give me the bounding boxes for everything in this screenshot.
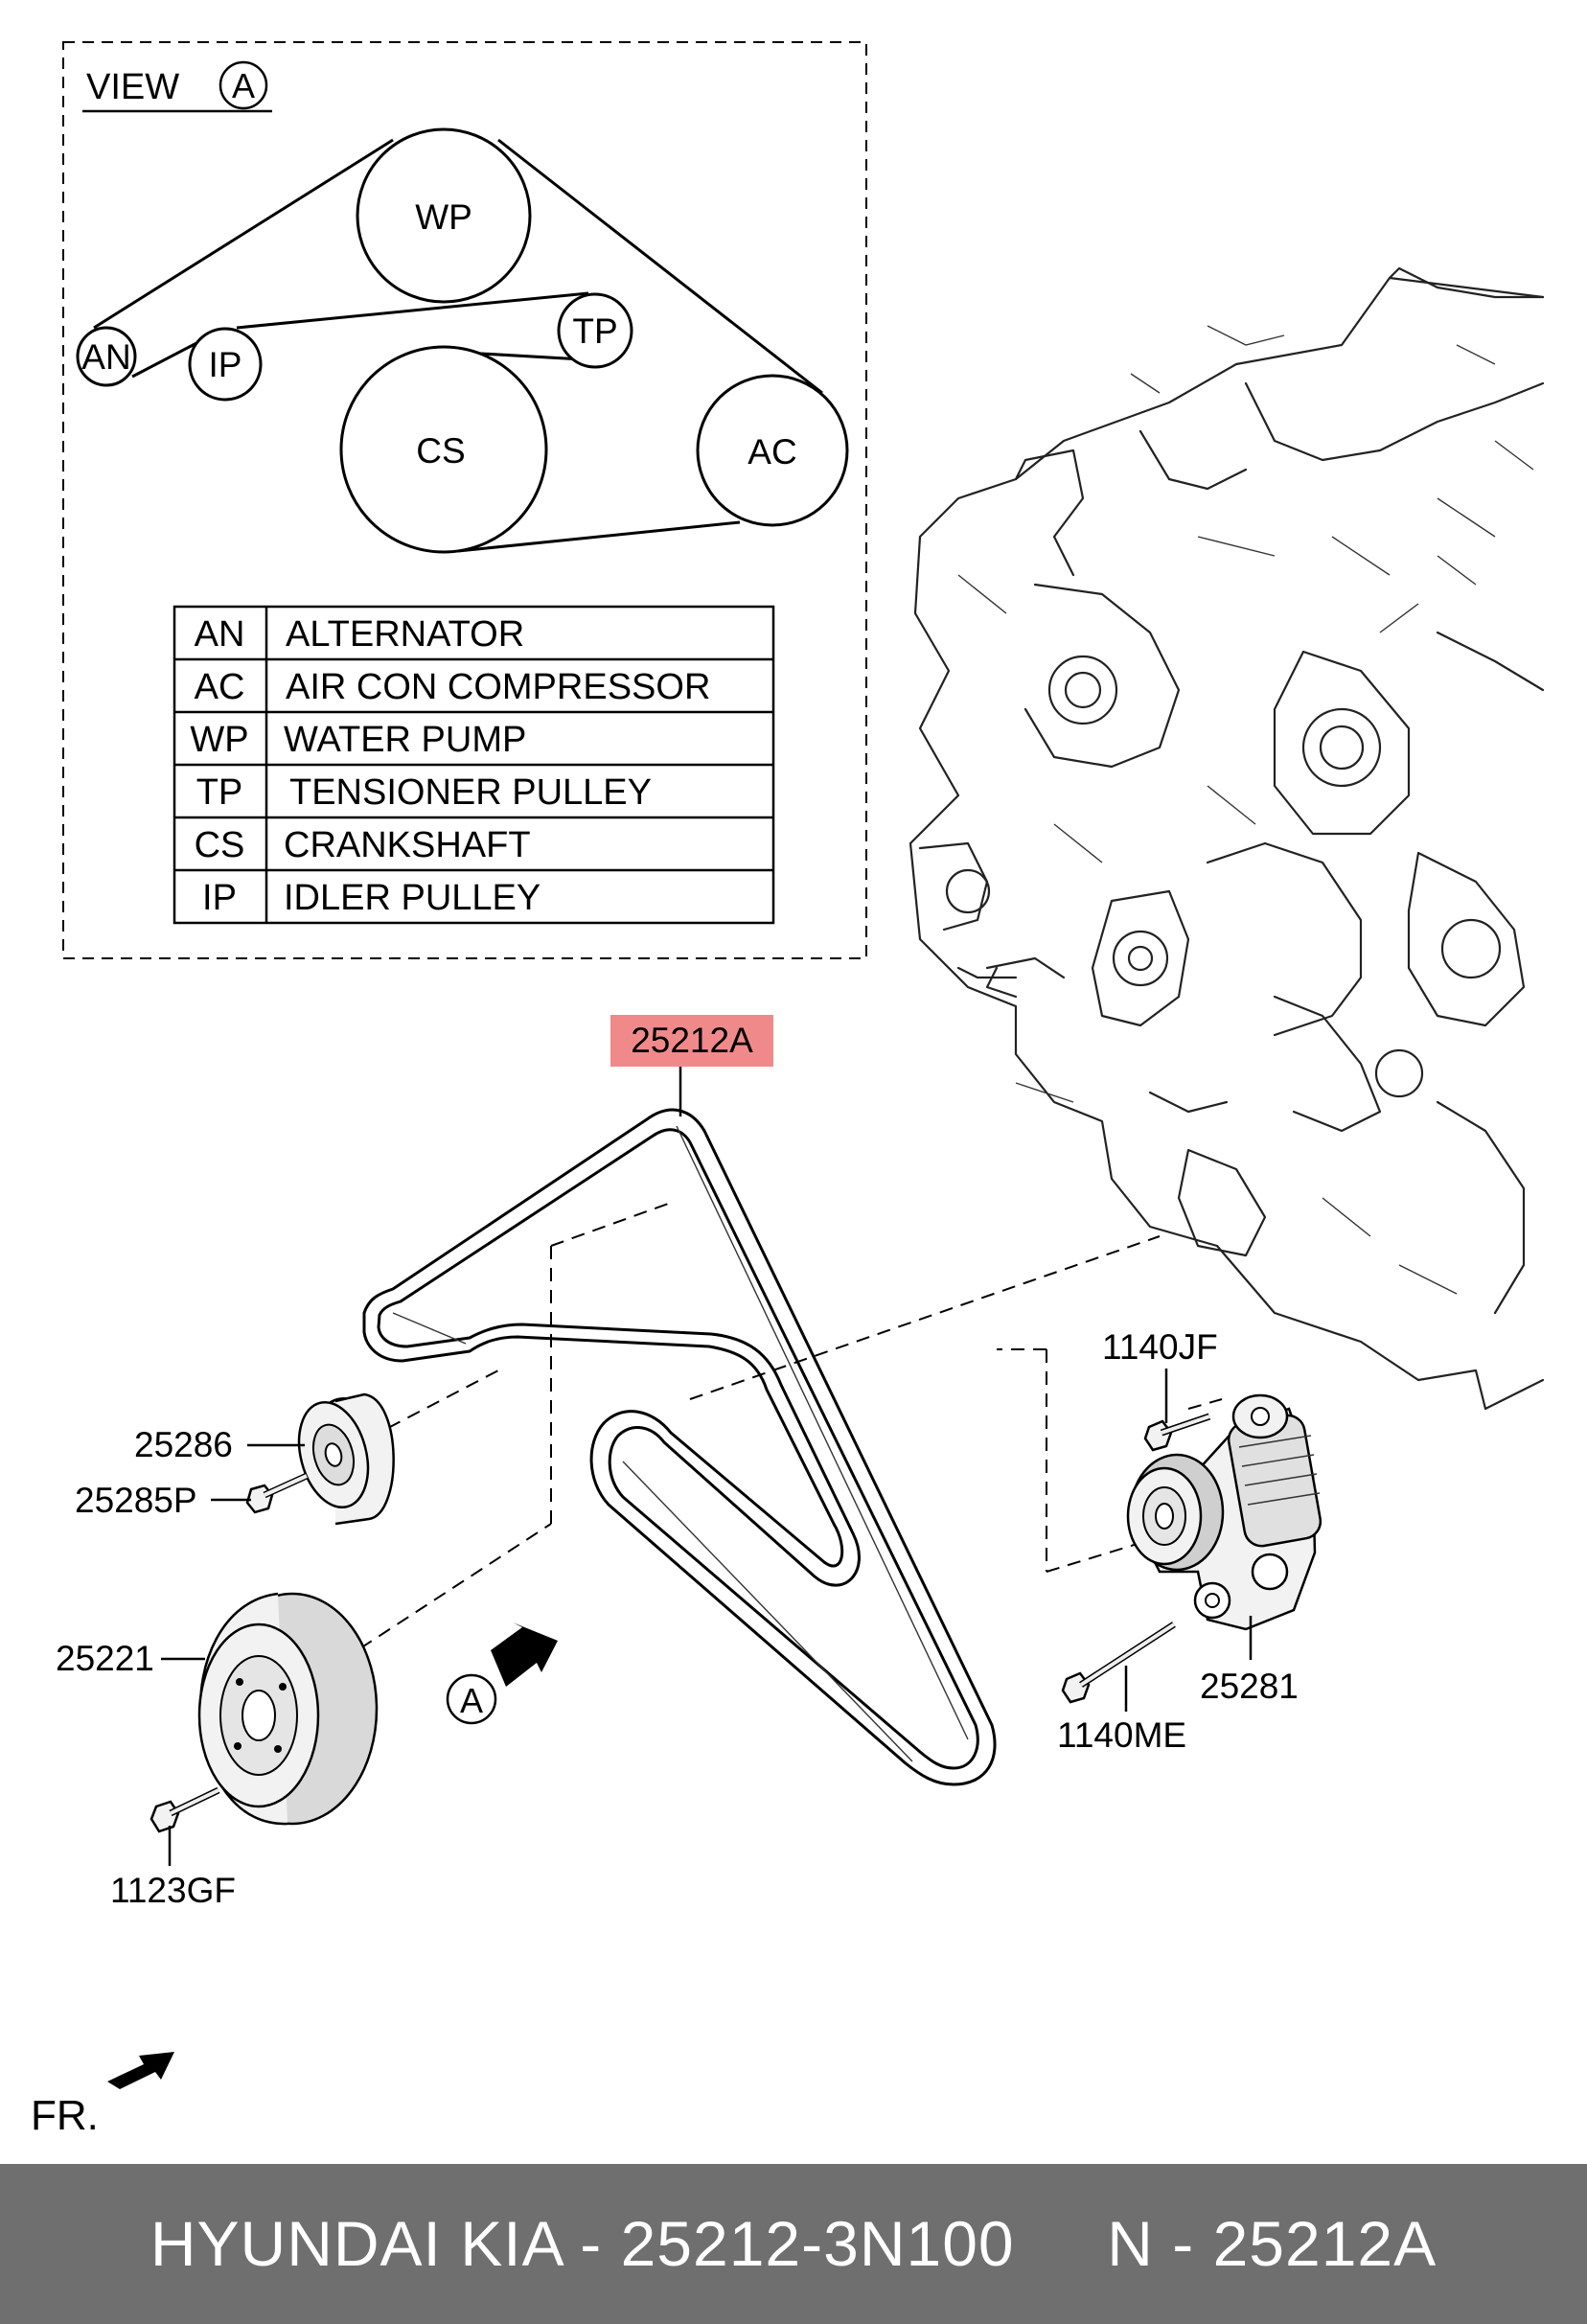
- legend-table: AN ALTERNATOR AC AIR CON COMPRESSOR WP W…: [172, 605, 775, 925]
- pulley-label-ac: AC: [748, 432, 796, 472]
- legend-name: ALTERNATOR: [286, 614, 524, 655]
- callout-tensioner-25281: 25281: [1200, 1667, 1299, 1706]
- callout-crank-25221: 25221: [56, 1639, 154, 1678]
- engine-block-illustration: [908, 266, 1545, 1411]
- legend-code: AC: [195, 667, 245, 707]
- callout-bolt-25285p: 25285P: [75, 1481, 197, 1520]
- callout-belt-number: 25212A: [631, 1021, 753, 1060]
- pulley-water-pump: [356, 127, 532, 304]
- legend-name: CRANKSHAFT: [284, 825, 531, 865]
- pulley-label-cs: CS: [416, 431, 465, 471]
- callout-bolt-1123gf: 1123GF: [110, 1871, 236, 1910]
- view-title: VIEW: [86, 67, 179, 107]
- legend-name: AIR CON COMPRESSOR: [286, 667, 710, 707]
- parts-diagram: VIEW A WP AN IP TP CS AC: [31, 41, 1545, 2139]
- legend-name: WATER PUMP: [284, 720, 526, 760]
- callout-bolt-1140jf: 1140JF: [1102, 1327, 1218, 1367]
- view-marker-letter: A: [232, 66, 255, 105]
- pulley-tensioner: [557, 292, 633, 369]
- view-a-arrow: A: [446, 1622, 558, 1725]
- view-a-panel: VIEW A WP AN IP TP CS AC: [62, 41, 867, 959]
- view-a-arrow-letter: A: [460, 1681, 483, 1720]
- pulley-label-wp: WP: [415, 197, 472, 237]
- pulley-label-tp: TP: [572, 311, 617, 351]
- idler-pulley-part: [245, 1392, 395, 1526]
- view-marker-circle: [218, 60, 268, 110]
- footer-part-number: HYUNDAI KIA - 25212-3N100 N - 25212A: [150, 2208, 1438, 2279]
- footer-bar: HYUNDAI KIA - 25212-3N100 N - 25212A: [0, 2164, 1587, 2324]
- pulley-label-an: AN: [81, 337, 130, 377]
- pulley-crankshaft: [339, 345, 548, 554]
- tensioner-assembly-part: [1061, 1393, 1322, 1704]
- assembly-guide-lines: [359, 1202, 1223, 1649]
- callout-idler-25286: 25286: [134, 1425, 233, 1464]
- pulley-ac-compressor: [696, 374, 849, 527]
- pulley-label-ip: IP: [209, 345, 242, 384]
- callout-belt: 25212A: [610, 1015, 773, 1116]
- pulley-idler: [188, 327, 263, 402]
- legend-code: TP: [196, 772, 243, 813]
- front-direction-indicator: FR.: [31, 2052, 174, 2139]
- legend-name: IDLER PULLEY: [284, 878, 540, 918]
- callout-bolt-1140me: 1140ME: [1057, 1715, 1186, 1755]
- crankshaft-pulley-part: [150, 1592, 379, 1833]
- legend-code: CS: [195, 825, 245, 865]
- front-label: FR.: [31, 2092, 99, 2139]
- legend-name: TENSIONER PULLEY: [289, 772, 652, 813]
- pulley-alternator: [76, 326, 137, 387]
- serpentine-belt: [362, 1108, 997, 1786]
- legend-code: IP: [202, 878, 237, 918]
- view-a-arrow-circle: [446, 1673, 497, 1725]
- legend-code: WP: [190, 720, 248, 760]
- legend-code: AN: [195, 614, 245, 655]
